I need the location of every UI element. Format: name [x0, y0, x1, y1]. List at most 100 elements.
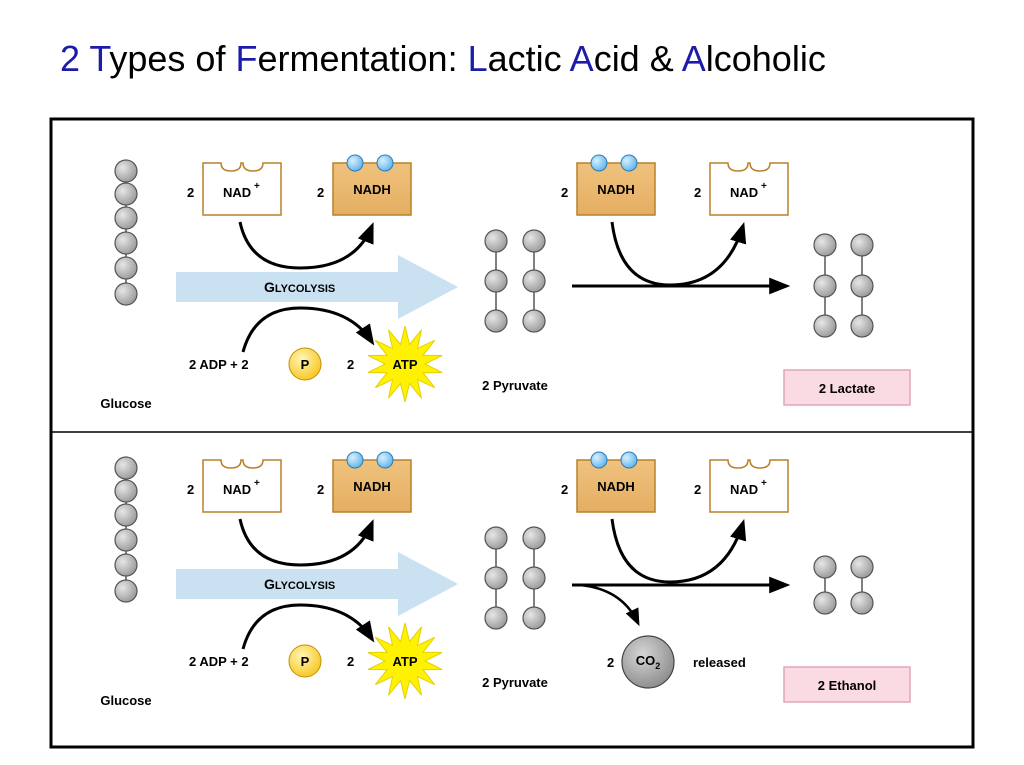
nadh-label: NADH: [597, 182, 635, 197]
co2-formula: CO: [636, 653, 656, 668]
glycolysis-rest: LYCOLYSIS: [275, 580, 335, 592]
nad-superscript: +: [761, 181, 767, 192]
reduction-arrow: [238, 518, 374, 567]
nad-count: 2: [694, 185, 701, 200]
nad-box: [202, 459, 282, 513]
carbon-atom: [114, 456, 138, 480]
carbon-atom: [484, 566, 508, 590]
co2-released-label: released: [693, 655, 746, 670]
reduction-arrow: [238, 221, 374, 270]
nadh-label: NADH: [597, 479, 635, 494]
glycolysis-arrow: [176, 255, 458, 319]
electron-icon: [590, 154, 608, 172]
carbon-atom: [850, 555, 874, 579]
product-box: [783, 666, 911, 703]
title-segment: lcoholic: [705, 38, 826, 79]
nadh-count: 2: [317, 482, 324, 497]
nad-label: NAD: [223, 185, 251, 200]
nadh-box: [332, 459, 412, 513]
carbon-atom: [114, 503, 138, 527]
glycolysis-first-letter: G: [264, 576, 275, 592]
nadh-count: 2: [561, 482, 568, 497]
carbon-atom: [522, 606, 546, 630]
electron-icon: [346, 154, 364, 172]
diagram-frame: [49, 117, 975, 749]
phosphorylation-arrow: [241, 603, 375, 650]
phosphate-icon: [288, 347, 322, 381]
carbon-atom: [114, 579, 138, 603]
nad-box: [709, 162, 789, 216]
electron-icon: [620, 154, 638, 172]
nad-count: 2: [187, 185, 194, 200]
title-segment: 2 T: [60, 38, 110, 79]
glycolysis-label: GLYCOLYSIS: [264, 576, 335, 592]
nad-label: NAD: [223, 482, 251, 497]
phosphate-label: P: [301, 357, 310, 372]
carbon-atom: [114, 528, 138, 552]
title-segment: ermentation:: [257, 38, 468, 79]
carbon-atom: [813, 591, 837, 615]
carbon-atom: [522, 309, 546, 333]
co2-icon: [621, 635, 675, 689]
glucose-label: Glucose: [100, 693, 151, 708]
electron-icon: [590, 451, 608, 469]
carbon-atom: [114, 479, 138, 503]
adp-label: 2 ADP + 2: [189, 357, 249, 372]
atp-label: ATP: [392, 654, 417, 669]
electron-icon: [346, 451, 364, 469]
carbon-atom: [850, 233, 874, 257]
nad-box: [202, 162, 282, 216]
nad-label: NAD: [730, 482, 758, 497]
nad-superscript: +: [761, 478, 767, 489]
title-segment: L: [467, 38, 488, 79]
carbon-atom: [484, 229, 508, 253]
atp-count: 2: [347, 654, 354, 669]
oxidation-arrow: [610, 221, 747, 287]
carbon-atom: [522, 526, 546, 550]
glycolysis-rest: LYCOLYSIS: [275, 283, 335, 295]
carbon-atom: [114, 553, 138, 577]
carbon-atom: [850, 591, 874, 615]
co2-count: 2: [607, 655, 614, 670]
nad-count: 2: [694, 482, 701, 497]
nadh-label: NADH: [353, 182, 391, 197]
carbon-atom: [813, 314, 837, 338]
nadh-box: [576, 162, 656, 216]
carbon-atom: [114, 282, 138, 306]
carbon-atom: [114, 231, 138, 255]
co2-subscript: 2: [655, 661, 660, 671]
nadh-count: 2: [317, 185, 324, 200]
pyruvate-label: 2 Pyruvate: [482, 378, 548, 393]
carbon-atom: [484, 526, 508, 550]
carbon-atom: [813, 555, 837, 579]
phosphate-icon: [288, 644, 322, 678]
carbon-atom: [850, 274, 874, 298]
nad-superscript: +: [254, 181, 260, 192]
atp-starburst: [367, 622, 443, 700]
oxidation-arrow: [610, 518, 747, 584]
product-label: 2 Ethanol: [818, 678, 877, 693]
carbon-atom: [850, 314, 874, 338]
electron-icon: [376, 154, 394, 172]
glycolysis-label: GLYCOLYSIS: [264, 279, 335, 295]
nadh-count: 2: [561, 185, 568, 200]
adp-label: 2 ADP + 2: [189, 654, 249, 669]
carbon-atom: [114, 206, 138, 230]
carbon-atom: [522, 229, 546, 253]
nad-count: 2: [187, 482, 194, 497]
carbon-atom: [484, 606, 508, 630]
carbon-atom: [813, 233, 837, 257]
glycolysis-arrow: [176, 552, 458, 616]
nadh-label: NADH: [353, 479, 391, 494]
page-title: 2 Types of Fermentation: Lactic Acid & A…: [60, 38, 826, 80]
product-label: 2 Lactate: [819, 381, 875, 396]
nadh-box: [576, 459, 656, 513]
carbon-atom: [484, 269, 508, 293]
carbon-atom: [114, 182, 138, 206]
co2-release-arrow: [579, 583, 640, 627]
pyruvate-label: 2 Pyruvate: [482, 675, 548, 690]
co2-label: CO2: [636, 653, 661, 671]
nad-superscript: +: [254, 478, 260, 489]
